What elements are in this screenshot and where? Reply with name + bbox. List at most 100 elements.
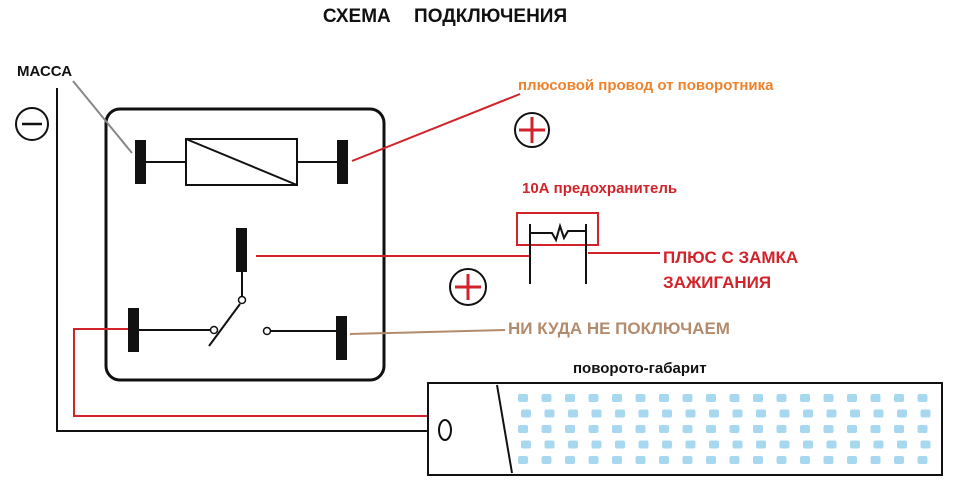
diagram-title: СХЕМА ПОДКЛЮЧЕНИЯ [322,6,568,27]
led-dot [518,394,528,402]
lamp-connector [438,419,452,441]
led-dot [709,440,719,449]
ignition-label-line2: ЗАЖИГАНИЯ [663,273,772,292]
led-dot [823,394,834,402]
led-dot [565,425,575,433]
led-dot [729,394,740,402]
led-dot [635,394,646,402]
led-dot [541,456,552,464]
led-dot [779,409,790,418]
led-dot [659,394,669,402]
led-dot [756,440,766,449]
led-dot [800,456,810,464]
turn-signal-label: плюсовой провод от поворотника [518,77,774,94]
terminal-coil-ground [135,140,146,184]
relay-body [104,107,386,382]
led-dot [615,409,625,418]
led-dot [920,409,931,418]
led-dot [873,409,884,418]
led-grid [518,394,931,464]
led-dot [706,394,716,402]
lamp-label: поворото-габарит [573,360,707,377]
ignition-label: ПЛЮС С ЗАМКА ЗАЖИГАНИЯ [663,245,798,295]
ground-label: МАССА [17,63,73,80]
led-dot [662,409,672,418]
led-dot [706,456,716,464]
led-dot [917,456,928,464]
terminal-switch-common [128,308,139,352]
led-dot [894,456,904,464]
terminal-coil-plus [337,140,348,184]
unused-wire [349,329,506,335]
led-dot [850,409,860,418]
led-dot [776,456,787,464]
fuse-symbol [516,212,599,284]
turn-signal-wire [351,93,521,162]
led-dot [612,425,622,433]
led-dot [591,409,602,418]
led-dot [850,440,860,449]
terminal-switch-input [236,228,247,272]
led-dot [826,409,837,418]
led-dot [870,456,881,464]
led-dot [917,425,928,433]
led-dot [612,394,622,402]
led-dot [588,425,599,433]
led-dot [544,440,555,449]
led-dot [894,394,904,402]
led-dot [565,456,575,464]
led-dot [685,440,696,449]
led-dot [823,425,834,433]
led-dot [518,425,528,433]
led-dot [897,409,907,418]
plus-sign-bottom [449,268,487,306]
led-dot [541,425,552,433]
led-dot [870,425,881,433]
led-dot [565,394,575,402]
led-dot [638,409,649,418]
led-dot [588,394,599,402]
turn-marker-lamp [427,382,943,476]
led-dot [729,456,740,464]
led-dot [756,409,766,418]
led-dot [682,394,693,402]
led-dot [894,425,904,433]
led-dot [521,409,531,418]
led-dot [706,425,716,433]
led-dot [544,409,555,418]
led-dot [897,440,907,449]
led-dot [568,440,578,449]
led-dot [803,409,813,418]
fuse-label: 10А предохранитель [522,180,678,197]
relay-switch [139,272,336,347]
led-dot [917,394,928,402]
led-dot [615,440,625,449]
led-dot [682,456,693,464]
led-dot [732,440,743,449]
led-dot [659,456,669,464]
led-dot [776,425,787,433]
relay-coil [146,138,337,186]
led-dot [753,425,763,433]
led-dot [753,456,763,464]
led-dot [518,456,528,464]
led-dot [826,440,837,449]
led-dot [776,394,787,402]
lamp-feed-wire [73,328,428,417]
led-dot [847,425,857,433]
led-dot [873,440,884,449]
ground-wire [56,88,428,432]
led-dot [568,409,578,418]
led-dot [682,425,693,433]
led-dot [800,394,810,402]
led-dot [732,409,743,418]
ground-pointer [72,80,133,154]
led-dot [662,440,672,449]
led-dot [588,456,599,464]
led-dot [847,456,857,464]
led-dot [800,425,810,433]
led-dot [803,440,813,449]
led-dot [823,456,834,464]
led-dot [920,440,931,449]
